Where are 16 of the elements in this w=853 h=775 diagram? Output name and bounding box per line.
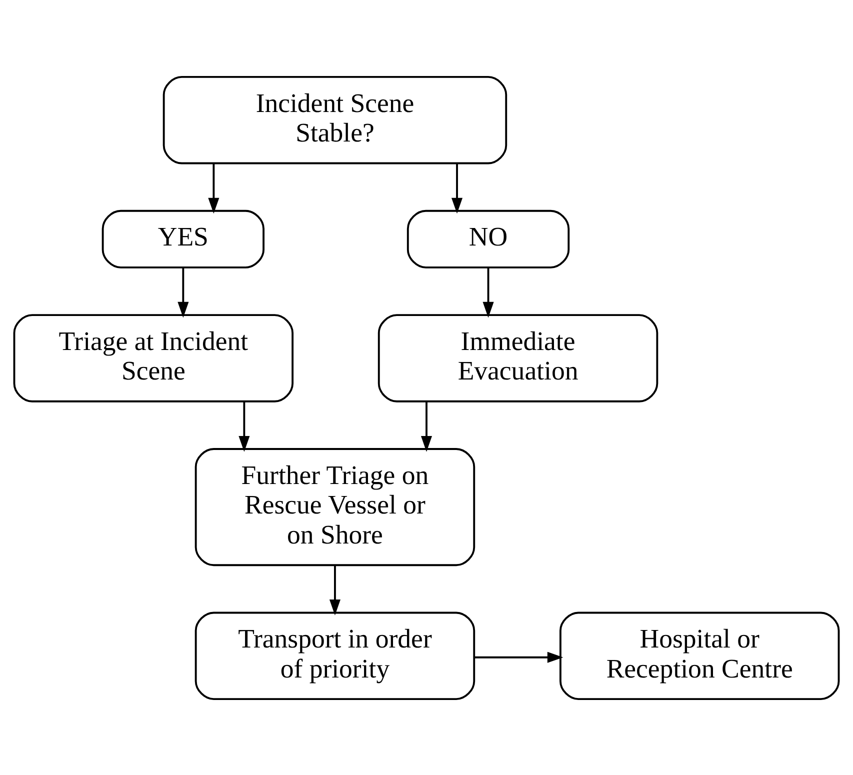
arrow	[474, 651, 564, 662]
node-box: Further Triage on Rescue Vessel or on Shore	[194, 448, 476, 566]
arrow	[420, 401, 432, 452]
arrow	[178, 268, 189, 318]
node-box: YES	[102, 209, 264, 268]
node-box: Transport in order of priority	[194, 611, 476, 700]
node-box: Incident Scene Stable?	[162, 75, 508, 164]
node-box: NO	[406, 209, 570, 268]
arrow	[451, 163, 463, 214]
node-box: Hospital or Reception Centre	[559, 611, 840, 700]
arrow	[238, 401, 250, 452]
arrow	[208, 163, 220, 214]
arrow	[482, 268, 494, 318]
node-box: Triage at Incident Scene	[13, 314, 294, 402]
arrow	[329, 564, 340, 615]
node-box: Immediate Evacuation	[378, 314, 658, 402]
